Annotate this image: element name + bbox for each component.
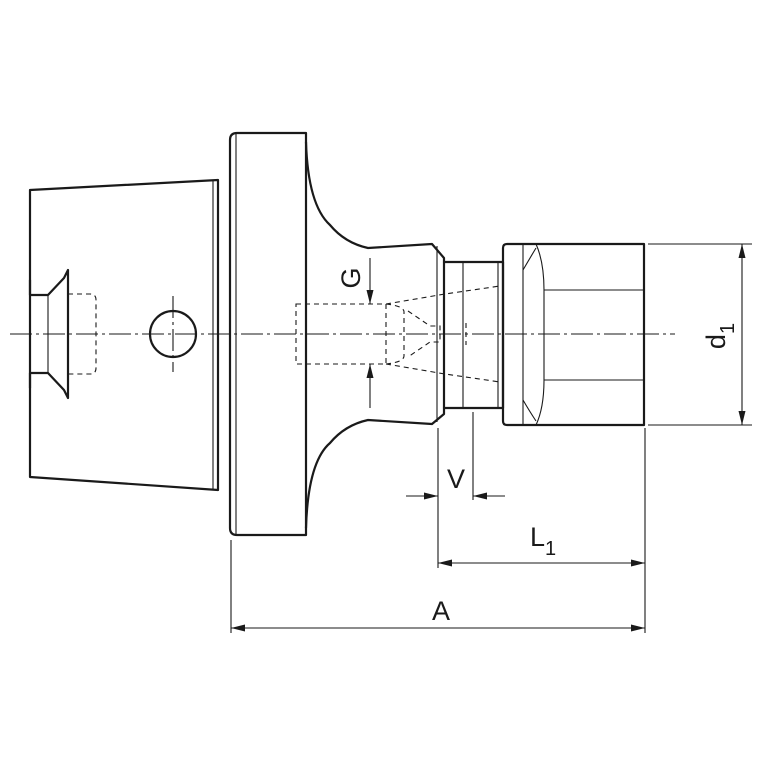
dimension-g [366, 258, 374, 408]
holder-body [304, 140, 446, 530]
dimension-l1 [438, 559, 645, 567]
dimension-a [231, 624, 645, 632]
drive-slot [28, 268, 97, 400]
neck [442, 260, 505, 410]
extension-lines [230, 243, 752, 633]
flange-collar [228, 131, 308, 537]
dimension-g-label: G [336, 267, 366, 288]
clamping-nut [501, 242, 646, 427]
dimension-a-label: A [432, 596, 450, 626]
internal-bore-hidden [295, 285, 501, 383]
dimension-v-label: V [447, 464, 465, 494]
dimension-d1-label: d1 [701, 323, 739, 349]
dimension-v [406, 492, 505, 500]
dimension-l1-label: L1 [530, 522, 556, 560]
cross-hole [148, 309, 198, 359]
shank-taper [28, 178, 220, 492]
dimension-d1 [738, 244, 746, 425]
